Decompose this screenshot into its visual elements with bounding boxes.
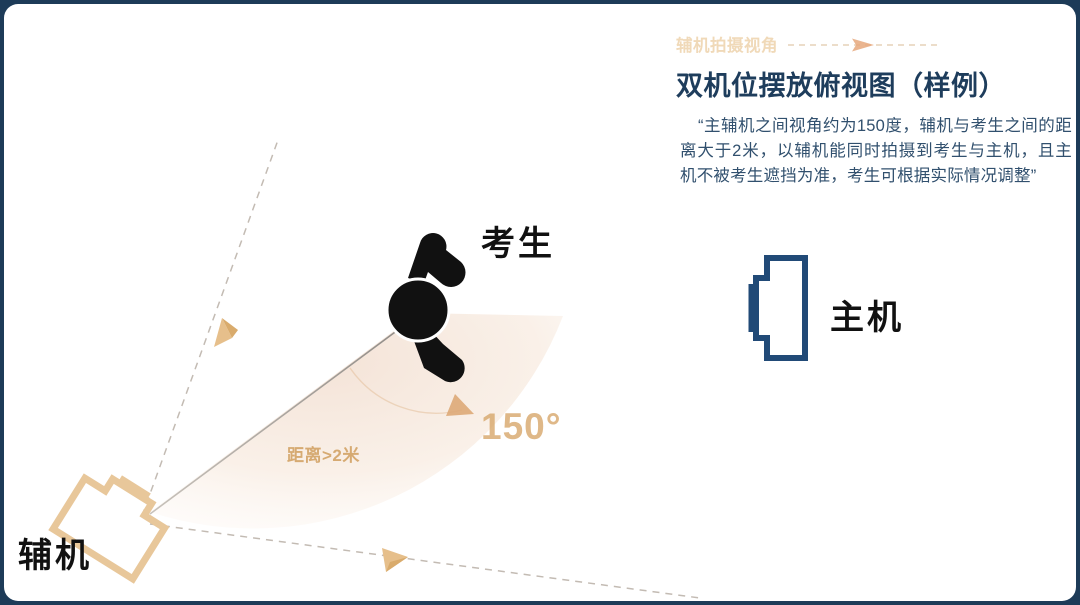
examinee-label: 考生	[481, 225, 555, 263]
aux-device-label: 辅机	[18, 537, 92, 575]
dashed-arrow-ray-icon-lower	[149, 523, 701, 599]
slide-canvas: 辅机拍摄视角 双机位摆放俯视图（样例） “主辅机之间视角约为150度，辅机与考生…	[4, 4, 1076, 601]
angle-value-label: 150°	[481, 406, 562, 447]
eyebrow-row: 辅机拍摄视角	[676, 30, 1076, 58]
distance-label: 距离>2米	[287, 446, 360, 465]
phone-camera-icon-aux	[48, 473, 170, 584]
page-title: 双机位摆放俯视图（样例）	[676, 71, 1006, 101]
panel-description: “主辅机之间视角约为150度，辅机与考生之间的距离大于2米，以辅机能同时拍摄到考…	[680, 117, 1072, 185]
eyebrow-label: 辅机拍摄视角	[676, 37, 778, 55]
main-device-label: 主机	[830, 299, 904, 337]
dashed-arrow-ray-icon-upper	[141, 139, 279, 517]
diagram-illustration	[48, 139, 808, 599]
phone-camera-icon-main	[748, 255, 808, 361]
distance-line-icon	[149, 317, 415, 515]
dashed-arrow-right-icon	[788, 38, 1076, 52]
person-topdown-icon	[385, 233, 466, 383]
